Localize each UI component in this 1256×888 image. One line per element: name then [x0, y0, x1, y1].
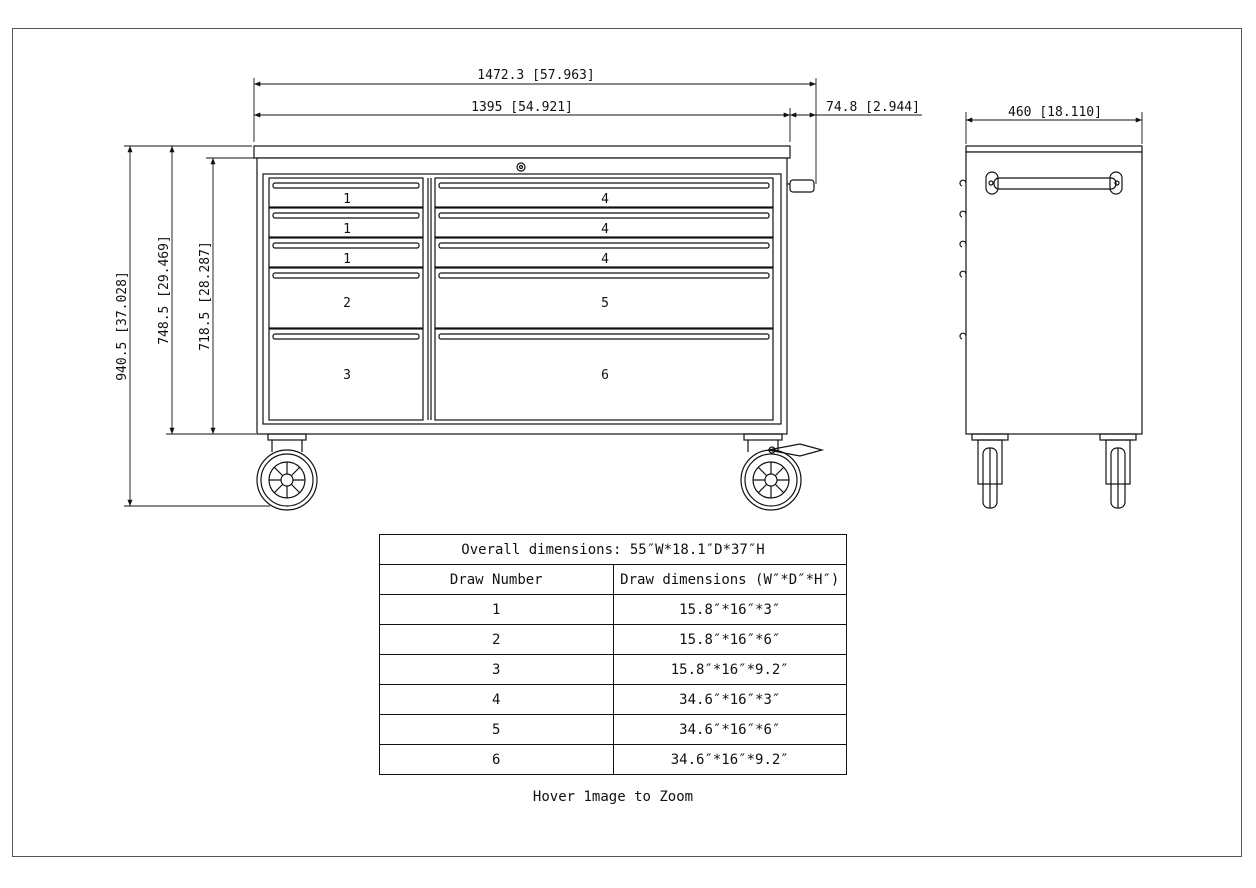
drawer-label: 5	[601, 296, 609, 311]
drawer-label: 6	[601, 368, 609, 383]
body-height-label: 748.5 [29.469]	[157, 235, 172, 345]
row-dims: 15.8″*16″*6″	[612, 624, 847, 655]
drawer-label: 3	[343, 368, 351, 383]
side-panel	[965, 151, 1143, 435]
side-drawer-hooks	[959, 179, 967, 340]
width-dimensions	[253, 78, 922, 184]
depth-dimension	[965, 112, 1143, 144]
drawing-frame	[12, 28, 1242, 857]
table-row: 6 34.6″*16″*9.2″	[379, 744, 847, 775]
right-drawer-column	[434, 177, 774, 421]
drawer-label: 4	[601, 252, 609, 267]
overall-height-label: 940.5 [37.028]	[115, 271, 130, 381]
worktop	[253, 145, 791, 159]
handle-offset-label: 74.8 [2.944]	[826, 100, 920, 115]
lock-icon	[516, 162, 526, 172]
side-handle	[789, 179, 815, 193]
drawer-dimensions-table: Overall dimensions: 55″W*18.1″D*37″H Dra…	[379, 534, 847, 775]
left-drawer-column	[268, 177, 424, 421]
side-handle-bar	[993, 177, 1117, 190]
row-number: 2	[379, 624, 614, 655]
header-draw-number: Draw Number	[379, 564, 614, 595]
drawer-label: 1	[343, 192, 351, 207]
drawer-label: 2	[343, 296, 351, 311]
drawer-label: 1	[343, 222, 351, 237]
drawer-label: 1	[343, 252, 351, 267]
row-dims: 34.6″*16″*3″	[612, 684, 847, 715]
table-row: 1 15.8″*16″*3″	[379, 594, 847, 625]
side-caster-right	[1099, 433, 1137, 509]
table-row: 5 34.6″*16″*6″	[379, 714, 847, 745]
table-row: 3 15.8″*16″*9.2″	[379, 654, 847, 685]
row-dims: 34.6″*16″*9.2″	[612, 744, 847, 775]
body-width-label: 1395 [54.921]	[471, 100, 573, 115]
side-view	[959, 112, 1143, 509]
table-caption: Overall dimensions: 55″W*18.1″D*37″H	[379, 534, 847, 565]
header-draw-dimensions: Draw dimensions (W″*D″*H″)	[612, 564, 847, 595]
cabinet-body	[256, 157, 788, 435]
table-caption-row: Overall dimensions: 55″W*18.1″D*37″H	[379, 534, 847, 565]
left-caster	[256, 433, 318, 511]
row-number: 1	[379, 594, 614, 625]
row-number: 3	[379, 654, 614, 685]
drawer-label: 4	[601, 222, 609, 237]
row-dims: 34.6″*16″*6″	[612, 714, 847, 745]
drawer-stack-height-label: 718.5 [28.287]	[198, 241, 213, 351]
row-number: 4	[379, 684, 614, 715]
table-row: 2 15.8″*16″*6″	[379, 624, 847, 655]
row-dims: 15.8″*16″*9.2″	[612, 654, 847, 685]
overall-width-label: 1472.3 [57.963]	[477, 68, 594, 83]
row-number: 6	[379, 744, 614, 775]
height-dimensions	[124, 145, 270, 507]
depth-label: 460 [18.110]	[1008, 105, 1102, 120]
right-caster	[740, 433, 825, 511]
table-header-row: Draw Number Draw dimensions (W″*D″*H″)	[379, 564, 847, 595]
row-dims: 15.8″*16″*3″	[612, 594, 847, 625]
brake-pedal	[767, 443, 825, 457]
front-view	[124, 78, 922, 511]
row-number: 5	[379, 714, 614, 745]
table-row: 4 34.6″*16″*3″	[379, 684, 847, 715]
side-caster-left	[971, 433, 1009, 509]
drawer-label: 4	[601, 192, 609, 207]
hover-zoom-hint: Hover 1mage to Zoom	[532, 789, 694, 805]
